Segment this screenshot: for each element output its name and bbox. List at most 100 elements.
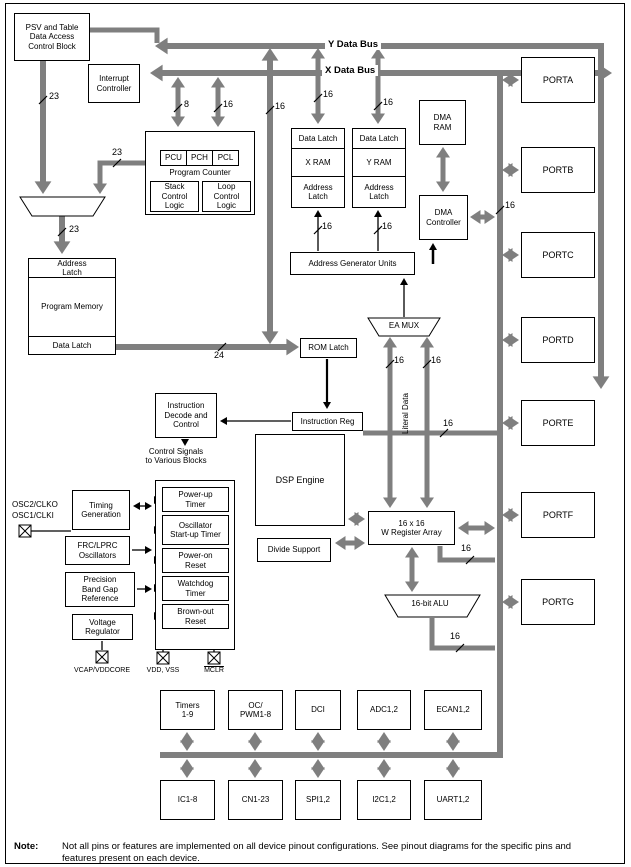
arrowhead [502,416,513,430]
arrowhead [261,48,279,61]
arrowhead [180,767,194,778]
arrowhead [311,732,325,743]
arrowhead [145,502,152,510]
y-ram-address-latch: Address Latch [353,176,405,207]
arrowhead [354,536,365,550]
bus-width-slash [213,103,223,113]
pcu-register: PCU [160,150,187,166]
arrowhead [446,740,460,751]
w-register-array-block: 16 x 16 W Register Array [368,511,455,545]
bus-width-slash [495,205,505,215]
arrowhead [171,77,185,88]
arrowhead [383,497,397,508]
instruction-decode-block: Instruction Decode and Control [155,393,217,438]
bus-width-slash [465,555,475,565]
arrowhead [371,113,385,124]
pc-mux-shape [19,196,106,217]
timers-block: Timers 1-9 [160,690,215,730]
wire [166,43,604,378]
width-x-ram-bus: 16 [323,89,334,99]
arrowhead [311,113,325,124]
arrowhead [405,547,419,558]
arrowhead [311,767,325,778]
bus-width-slash [217,342,227,352]
width-pc-to-mux: 23 [112,147,123,157]
vdd-vss-label: VDD, VSS [146,667,180,674]
width-alu-out: 16 [450,631,461,641]
bus-width-slash [38,95,48,105]
psv-table-data-access-block: PSV and Table Data Access Control Block [14,13,90,61]
arrowhead [286,338,299,356]
x-data-bus-label: X Data Bus [322,65,379,76]
voltage-regulator-block: Voltage Regulator [72,614,133,640]
arrowhead [374,210,382,217]
osc-pin-icon [18,524,32,538]
oc-pwm-block: OC/ PWM1-8 [228,690,283,730]
arrowhead [150,64,163,82]
y-ram-data-latch: Data Latch [359,133,399,143]
mclr-label: MCLR [204,667,224,674]
arrowhead [180,759,194,770]
bus-width-slash [313,93,323,103]
arrowhead [429,243,437,250]
bus-width-slash [265,105,275,115]
y-ram-label: Y RAM [353,148,405,176]
bus-width-slash [313,225,323,235]
interrupt-controller-block: Interrupt Controller [88,64,140,103]
bus-width-slash [455,643,465,653]
alu-shape [384,594,481,618]
frc-lprc-oscillators-block: FRC/LPRC Oscillators [65,536,130,565]
arrowhead [446,732,460,743]
wire [97,160,145,185]
width-mem-to-rom: 24 [214,350,225,360]
divide-support-block: Divide Support [257,538,331,562]
arrowhead [484,210,495,224]
stack-control-logic-block: Stack Control Logic [150,181,199,212]
arrowhead [180,740,194,751]
width-literal-a: 16 [394,355,405,365]
program-memory-block: Address Latch Program Memory Data Latch [28,258,116,355]
program-counter-label: Program Counter [169,168,231,177]
literal-data-label: Literal Data [401,393,410,434]
rom-latch-block: ROM Latch [300,338,357,358]
dma-ram-block: DMA RAM [419,100,466,145]
arrowhead [211,116,225,127]
vcap-vddcore-label: VCAP/VDDCORE [73,667,130,674]
portd-block: PORTD [521,317,595,363]
arrowhead [181,439,189,446]
pm-label: Program Memory [29,277,115,336]
dsp-engine-block: DSP Engine [255,434,345,526]
ea-mux-shape [367,317,441,337]
arrowhead [484,521,495,535]
arrowhead [171,116,185,127]
width-port-bus: 16 [505,200,516,210]
width-rom-bus: 16 [275,101,286,111]
ea-mux-label: EA MUX [388,321,420,330]
bus-width-slash [422,359,432,369]
arrowhead [377,759,391,770]
portg-block: PORTG [521,579,595,625]
width-w-out: 16 [461,543,472,553]
arrowhead [371,48,385,59]
porte-block: PORTE [521,400,595,446]
arrowhead [470,210,481,224]
arrowhead [133,502,140,510]
arrowhead [220,417,227,425]
porta-block: PORTA [521,57,595,103]
vcap-pin-icon [95,650,109,664]
x-ram-address-latch: Address Latch [292,176,344,207]
bus-width-slash [373,101,383,111]
arrowhead [377,732,391,743]
ic-block: IC1-8 [160,780,215,820]
arrowhead [458,521,469,535]
arrowhead [420,337,434,348]
arrowhead [311,48,325,59]
bus-width-slash [57,227,67,237]
control-signals-label: Control Signals to Various Blocks [145,447,207,466]
dci-block: DCI [295,690,341,730]
cn-block: CN1-23 [228,780,283,820]
arrowhead [34,181,52,194]
outer-border [5,3,625,864]
